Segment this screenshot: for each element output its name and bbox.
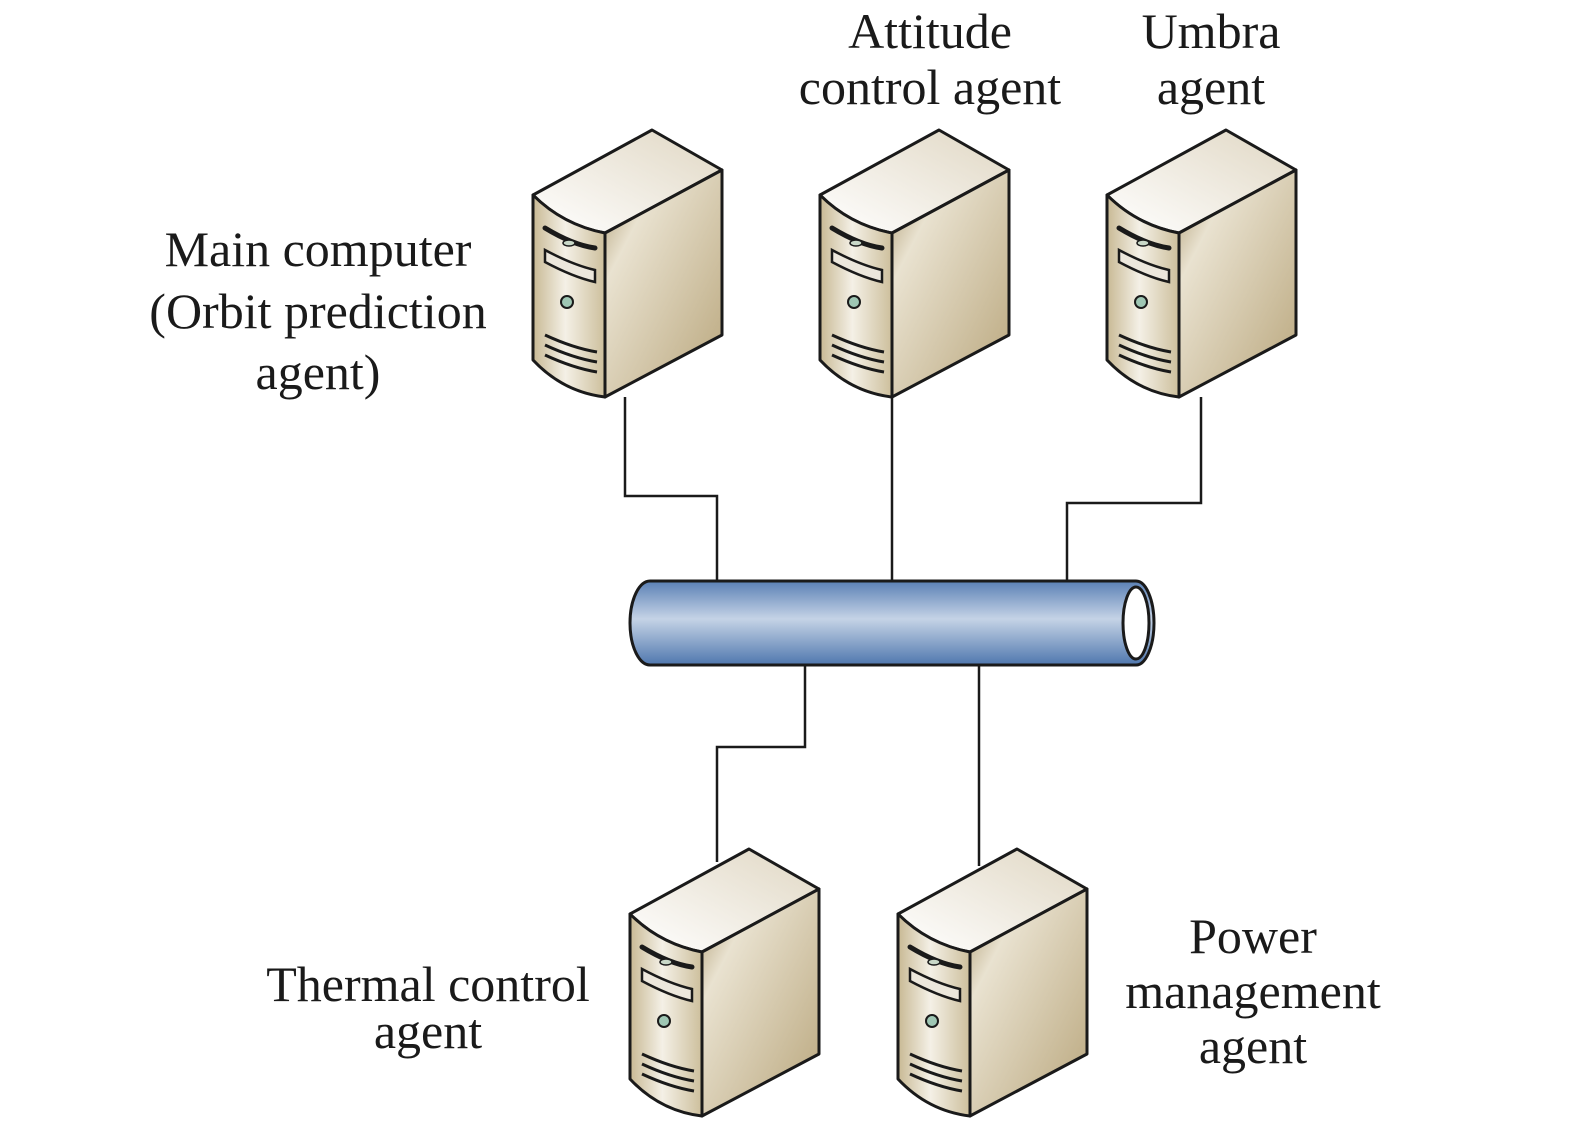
link-umbra-to-bus xyxy=(1065,397,1203,581)
label-main: Main computer (Orbit prediction agent) xyxy=(149,221,486,400)
label-line: Attitude xyxy=(848,3,1012,59)
network-bus xyxy=(628,579,1156,667)
label-thermal: Thermal control agent xyxy=(266,956,590,1059)
label-line: Main computer xyxy=(165,221,472,277)
label-line: Thermal control xyxy=(266,956,590,1012)
label-attitude: Attitude control agent xyxy=(799,3,1062,115)
label-line: control agent xyxy=(799,59,1062,115)
label-line: management xyxy=(1125,963,1381,1019)
label-power: Power management agent xyxy=(1125,908,1381,1074)
label-line: Power xyxy=(1189,908,1317,964)
link-main-to-bus xyxy=(623,397,719,581)
label-line: agent xyxy=(374,1003,482,1059)
server-attitude-icon xyxy=(820,130,1009,397)
label-line: Umbra xyxy=(1142,3,1281,59)
label-umbra: Umbra agent xyxy=(1142,3,1281,115)
label-line: agent) xyxy=(256,344,381,400)
server-power-icon xyxy=(898,849,1087,1116)
link-thermal-to-bus xyxy=(715,664,807,862)
label-line: agent xyxy=(1157,59,1265,115)
server-umbra-icon xyxy=(1107,130,1296,397)
server-thermal-icon xyxy=(630,849,819,1116)
label-line: (Orbit prediction xyxy=(149,283,486,339)
label-line: agent xyxy=(1199,1018,1307,1074)
server-main-icon xyxy=(533,130,722,397)
